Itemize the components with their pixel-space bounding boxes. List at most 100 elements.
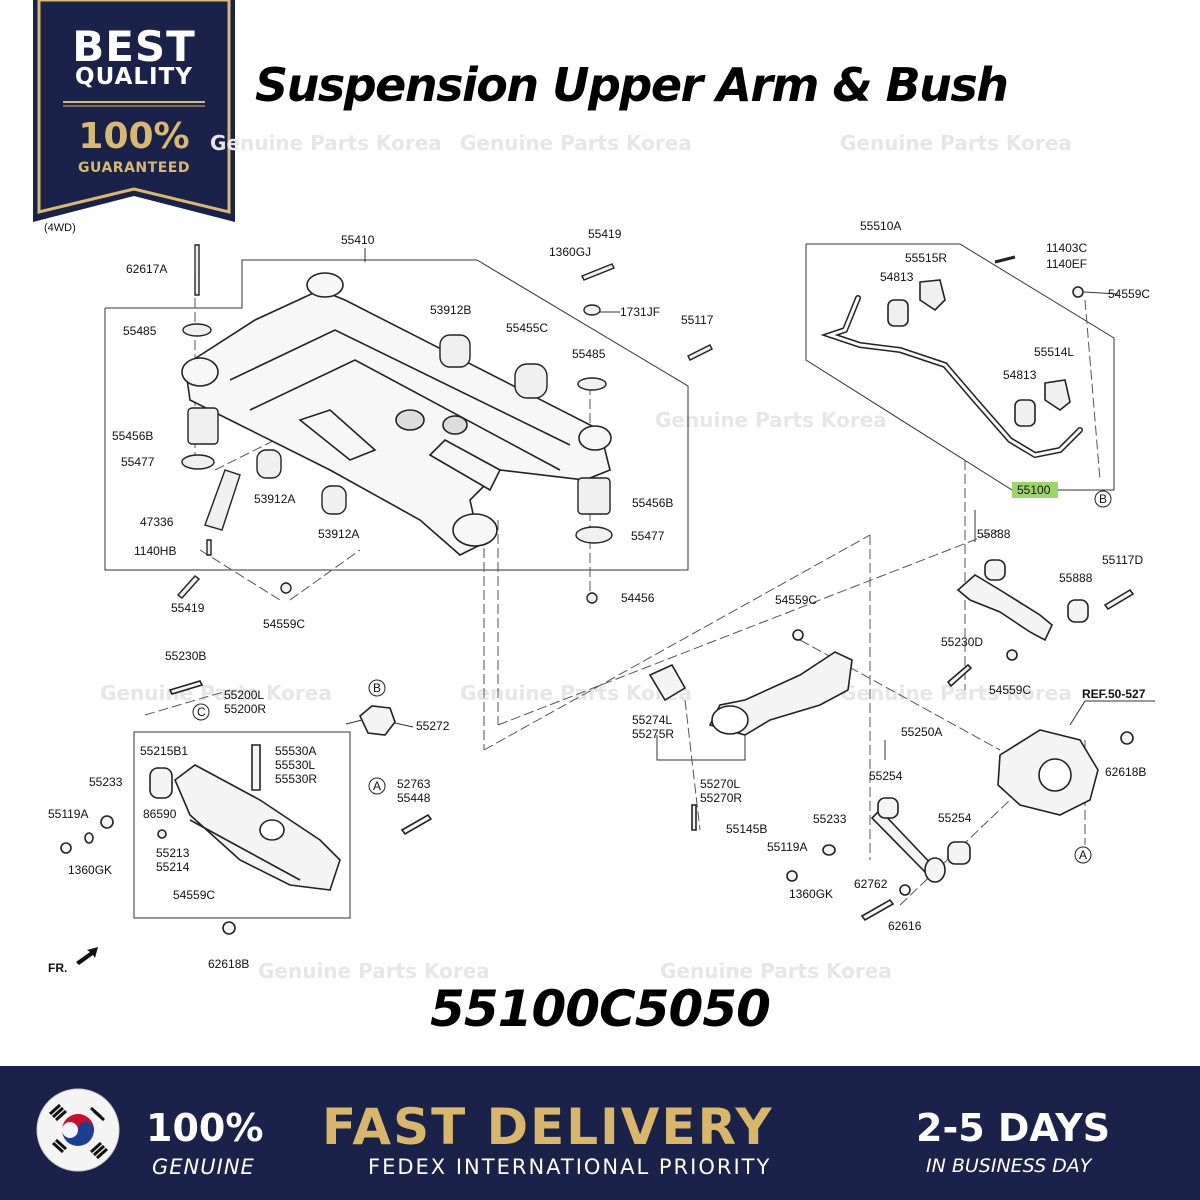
front-arrow-icon (76, 947, 98, 965)
label-55530L: 55530L (275, 758, 315, 772)
label-55530R: 55530R (275, 772, 317, 786)
watermark-text: Genuine Parts Korea (460, 681, 692, 705)
label-55230D: 55230D (941, 635, 983, 649)
washer-62616 (899, 884, 911, 896)
fast-delivery-heading: FAST DELIVERY (322, 1098, 774, 1156)
bushing-55888-left (984, 559, 1006, 581)
bolt-55230B (168, 680, 204, 695)
bolt-1140HB (206, 539, 212, 556)
label-62762: 62762 (854, 877, 888, 891)
label-55456B: 55456B (112, 429, 153, 443)
bolt-55117 (687, 344, 713, 361)
bushing-53912A-upper (256, 449, 282, 479)
label-55100-highlighted: 55100 (1017, 483, 1051, 497)
bushing-54813-lower (1014, 399, 1036, 427)
label-leaders (194, 245, 1155, 728)
label-55270L: 55270L (700, 777, 740, 791)
label-55254: 55254 (938, 811, 972, 825)
label-ref-A: A (373, 779, 381, 793)
label-55145B: 55145B (726, 822, 767, 836)
label-55214: 55214 (156, 860, 190, 874)
label-52763: 52763 (397, 777, 431, 791)
label-55888: 55888 (977, 527, 1011, 541)
label-54813: 54813 (880, 270, 914, 284)
bracket-55514L (1044, 379, 1071, 411)
label-1731JF: 1731JF (620, 305, 660, 319)
bushing-55254-upper (877, 797, 899, 819)
label-54456: 54456 (621, 591, 655, 605)
bracket-55515R (919, 279, 946, 312)
label-ref-50-527: REF.50-527 (1082, 687, 1146, 701)
label-55448: 55448 (397, 791, 431, 805)
label-55455C: 55455C (506, 321, 548, 335)
bolt-62617A (194, 244, 200, 296)
label-55477: 55477 (121, 455, 155, 469)
label-55888: 55888 (1059, 571, 1093, 585)
trailing-arm-bracket (656, 735, 746, 761)
stabilizer-group-frame (805, 243, 1115, 491)
label-55456B: 55456B (632, 496, 673, 510)
watermark-text: Genuine Parts Korea (210, 131, 442, 155)
bushing-55888-right (1067, 599, 1089, 623)
label-55250A: 55250A (901, 725, 942, 739)
label-55410: 55410 (341, 233, 375, 247)
variant-label: (4WD) (44, 222, 76, 234)
bolt-55145B (691, 804, 697, 831)
delivery-days: 2-5 DAYS (916, 1106, 1111, 1150)
label-54559C: 54559C (775, 593, 817, 607)
label-55213: 55213 (156, 846, 190, 860)
genuine-percent: 100% (146, 1106, 264, 1150)
label-ref-A: A (1079, 848, 1087, 862)
highlight-55100 (1012, 482, 1058, 498)
label-53912B: 53912B (430, 303, 471, 317)
link-55530A (251, 744, 261, 791)
label-55275R: 55275R (632, 727, 674, 741)
bushing-55456B-left (187, 407, 219, 445)
label-54559C: 54559C (989, 683, 1031, 697)
label-ref-B: B (373, 681, 381, 695)
watermark-text: Genuine Parts Korea (100, 681, 332, 705)
badge-percent: 100% (78, 116, 190, 157)
label-55215B1: 55215B1 (140, 744, 188, 758)
nut-54559C-stabilizer (1072, 286, 1084, 298)
label-55514L: 55514L (1034, 345, 1074, 359)
label-front-direction: FR. (48, 961, 67, 975)
label-53912A: 53912A (254, 492, 295, 506)
stabilizer-bar-drawing (820, 255, 1084, 459)
washer-55233-right (822, 844, 836, 856)
bolt-62762 (860, 898, 895, 922)
genuine-label: GENUINE (152, 1155, 255, 1179)
bushing-55456B-right (577, 477, 611, 515)
label-55233: 55233 (813, 812, 847, 826)
badge-best: BEST (72, 22, 196, 71)
nut-54456 (586, 592, 598, 604)
bushing-55455C (514, 363, 548, 399)
exploded-parts-diagram: Genuine Parts Korea Genuine Parts Korea … (48, 131, 1155, 983)
subframe-parts (176, 244, 713, 604)
label-55119A: 55119A (767, 840, 807, 854)
bushing-53912B (439, 334, 471, 368)
washer-55477-right (575, 526, 613, 544)
label-ref-C: C (197, 705, 206, 719)
label-55119A: 55119A (48, 807, 88, 821)
label-54559C: 54559C (173, 888, 215, 902)
product-title: Suspension Upper Arm & Bush (255, 58, 1009, 112)
subframe-group-frame (104, 259, 689, 571)
nut-54559C-subframe (280, 582, 292, 594)
label-1140HB: 1140HB (134, 544, 176, 558)
label-55477: 55477 (631, 529, 665, 543)
part-labels: 62617A 55410 55419 1360GJ 55485 53912B 1… (48, 219, 1150, 975)
bushing-55254-end (924, 857, 946, 883)
label-54559C: 54559C (263, 617, 305, 631)
label-54813: 54813 (1003, 368, 1037, 382)
label-55530A: 55530A (275, 744, 316, 758)
label-55272: 55272 (416, 719, 450, 733)
bushing-53912A-lower (321, 485, 347, 515)
group-frames (104, 243, 1115, 919)
bracket-47336 (204, 469, 241, 531)
label-55419: 55419 (171, 601, 205, 615)
label-55117D: 55117D (1102, 553, 1143, 567)
part-number: 55100C5050 (430, 980, 771, 1038)
label-55274L: 55274L (632, 713, 672, 727)
bolt-55230D (946, 663, 973, 688)
